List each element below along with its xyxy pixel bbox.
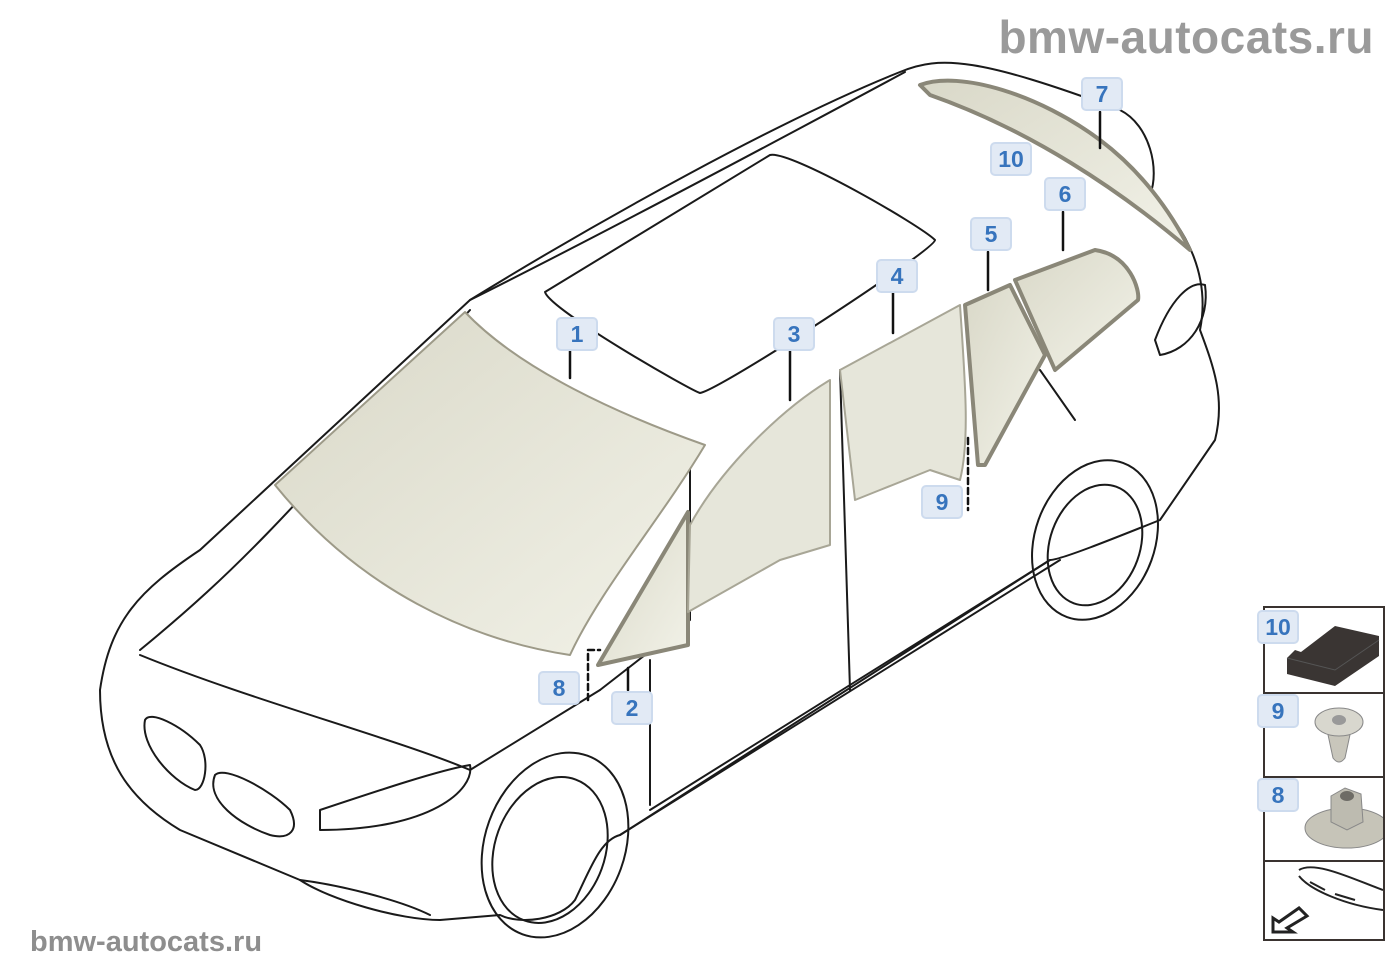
callout-1[interactable]: 1 [556, 317, 598, 351]
rear-window-glass [918, 78, 1192, 252]
legend-number-10: 10 [1257, 610, 1299, 644]
front-wheel [491, 776, 609, 924]
hood-edge [139, 654, 601, 771]
legend-item-pad[interactable]: 10 [1257, 608, 1383, 694]
callout-2[interactable]: 2 [611, 691, 653, 725]
car-body-outline [99, 61, 1221, 921]
windscreen-glass [274, 311, 706, 656]
headlight [319, 764, 472, 831]
front-wheel-arch [480, 751, 630, 939]
callout-8[interactable]: 8 [538, 671, 580, 705]
hardware-legend-panel: 10 9 8 [1257, 606, 1385, 941]
legend-item-clip[interactable]: 9 [1257, 692, 1383, 778]
front-door-glass [687, 379, 831, 613]
pad-icon [1286, 626, 1380, 686]
door-line-b [839, 369, 851, 691]
rear-wheel-arch [1031, 459, 1159, 621]
watermark-top: bmw-autocats.ru [998, 11, 1374, 63]
callout-3[interactable]: 3 [773, 317, 815, 351]
callout-6[interactable]: 6 [1044, 177, 1086, 211]
back-to-vehicle-arrow-icon [1271, 866, 1383, 934]
callout-7[interactable]: 7 [1081, 77, 1123, 111]
legend-number-8: 8 [1257, 778, 1299, 812]
side-window-rear-glass [1013, 248, 1141, 372]
beltline [619, 559, 1061, 836]
rear-door-glass [839, 304, 967, 501]
fog-light [299, 879, 431, 916]
door-line-rear [1039, 369, 1076, 421]
watermark-bottom: bmw-autocats.ru [30, 926, 263, 958]
callout-4[interactable]: 4 [876, 259, 918, 293]
back-to-vehicle-button[interactable] [1265, 860, 1383, 939]
leader-lines [568, 110, 1102, 702]
roof-line [469, 71, 906, 301]
legend-number-9: 9 [1257, 694, 1299, 728]
callout-5[interactable]: 5 [970, 217, 1012, 251]
rear-wheel [1046, 483, 1144, 607]
sunroof-outline [544, 153, 936, 394]
kidney-grille-right [212, 771, 295, 838]
callout-9[interactable]: 9 [921, 485, 963, 519]
clip-icon [1314, 707, 1364, 763]
rear-door-fixed-glass [963, 283, 1047, 467]
legend-item-nut[interactable]: 8 [1257, 776, 1383, 862]
kidney-grille-left [143, 715, 207, 791]
rear-lamp [1154, 283, 1207, 356]
nut-icon [1304, 787, 1383, 849]
callout-10[interactable]: 10 [990, 142, 1032, 176]
